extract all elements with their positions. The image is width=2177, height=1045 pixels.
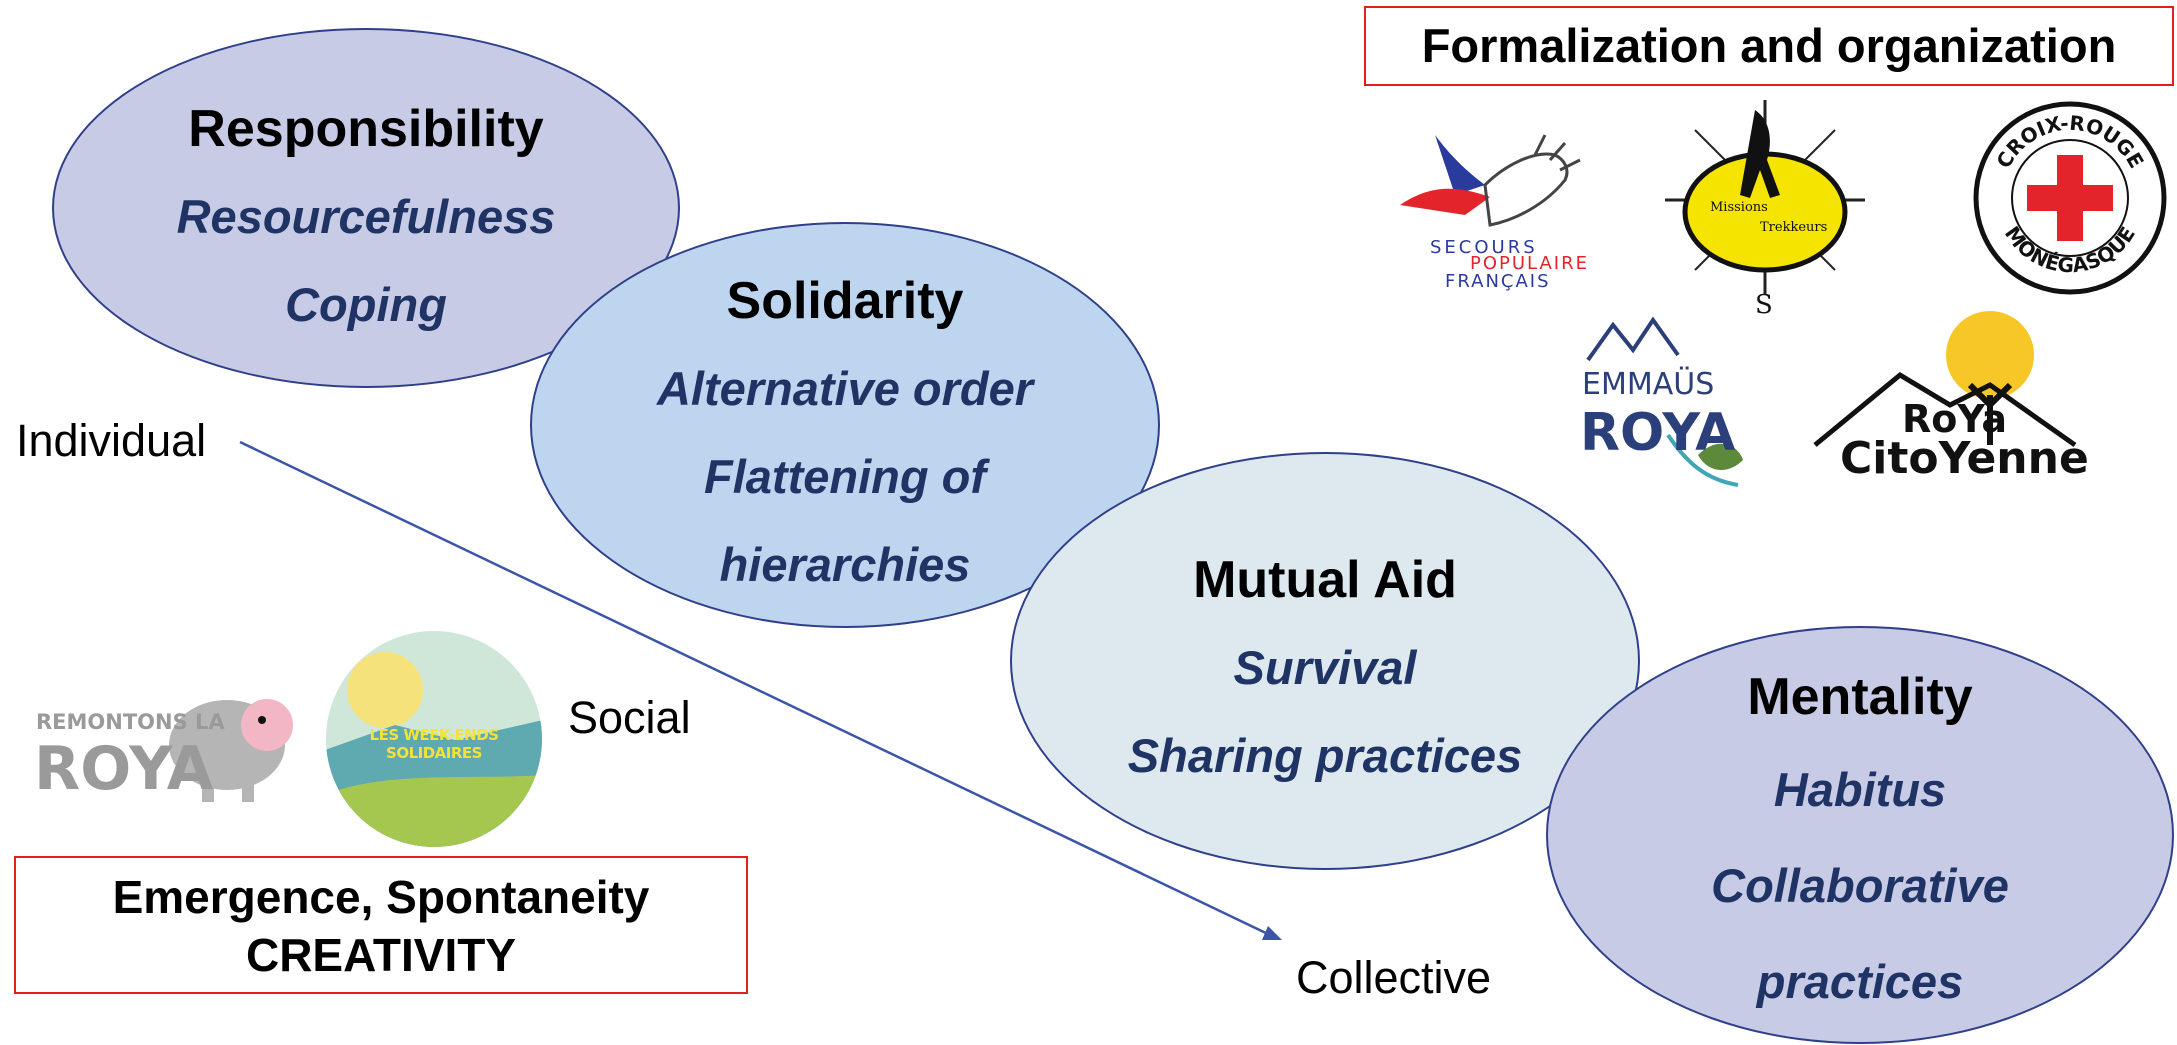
secours-populaire-logo: SECOURS POPULAIRE FRANÇAIS <box>1395 125 1605 300</box>
mentality-title: Mentality <box>1747 668 1973 726</box>
responsibility-title: Responsibility <box>188 100 544 158</box>
formalization-label: Formalization and organization <box>1421 19 2117 72</box>
responsibility-line: Coping <box>285 278 447 331</box>
francais-line: FRANÇAIS <box>1445 271 1551 292</box>
missions-line: Missions <box>1710 200 1768 215</box>
social-label: Social <box>568 692 691 743</box>
responsibility-text: Responsibility Resourcefulness Coping <box>62 85 670 349</box>
mentality-line: Collaborative <box>1711 859 2009 912</box>
mutual-aid-text: Mutual Aid Survival Sharing practices <box>1020 536 1630 800</box>
mentality-line: practices <box>1756 955 1964 1008</box>
emmaus-line: EMMAÜS <box>1582 367 1715 402</box>
roya-big-line: ROYA <box>34 734 214 804</box>
emergence-box: Emergence, Spontaneity CREATIVITY <box>14 856 748 994</box>
collective-label: Collective <box>1296 952 1492 1003</box>
emmaus-roya-logo: EMMAÜS ROYA <box>1578 315 1758 495</box>
mentality-ellipse <box>1546 626 2174 1044</box>
roya-line: ROYA <box>1580 403 1736 463</box>
week-ends-solidaires-logo: LES WEEK-ENDS SOLIDAIRES <box>325 630 543 848</box>
mutual-aid-title: Mutual Aid <box>1193 551 1457 609</box>
south-letter: S <box>1755 290 1773 320</box>
compass-hiker-icon <box>1665 100 1865 295</box>
solidarity-line: hierarchies <box>719 538 971 591</box>
mutual-aid-line: Sharing practices <box>1127 729 1523 782</box>
dove-hand-icon <box>1400 134 1581 227</box>
citoyenne-word: CitoYenne <box>1840 433 2089 484</box>
roya-word: RoYa <box>1902 397 2008 441</box>
solidarity-text: Solidarity Alternative order Flattening … <box>540 257 1150 609</box>
solidarity-line: Flattening of <box>704 450 986 503</box>
croix-rouge-logo: CROIX-ROUGE MONÉGASQUE <box>1972 100 2168 296</box>
mutual-aid-line: Survival <box>1233 641 1417 694</box>
solidarity-line: Alternative order <box>656 362 1034 415</box>
remontons-la-roya-logo: REMONTONS LA ROYA <box>32 670 294 810</box>
trekkeurs-line: Trekkeurs <box>1760 220 1828 235</box>
pig-icon <box>169 699 293 802</box>
responsibility-line: Resourcefulness <box>176 190 556 243</box>
individual-label: Individual <box>16 415 207 466</box>
populaire-line: POPULAIRE <box>1470 253 1589 274</box>
week-ends-banner: LES WEEK-ENDS SOLIDAIRES <box>369 726 499 762</box>
secours-line: SECOURS <box>1430 237 1538 258</box>
emergence-label: Emergence, Spontaneity <box>112 871 650 923</box>
mentality-text: Mentality Habitus Collaborative practice… <box>1556 652 2164 1030</box>
mountain-leaf-icon <box>1586 316 1743 487</box>
mutual-aid-ellipse <box>1010 452 1640 870</box>
sun-tree-icon <box>1813 311 2077 448</box>
mentality-line: Habitus <box>1773 763 1947 816</box>
solidarity-title: Solidarity <box>726 272 964 330</box>
red-cross-icon: CROIX-ROUGE MONÉGASQUE <box>1973 101 2167 295</box>
creativity-label: CREATIVITY <box>245 929 517 981</box>
missions-trekkeurs-logo: Missions Trekkeurs S <box>1655 100 1875 325</box>
roya-citoyenne-logo: RoYa CitoYenne <box>1810 305 2089 485</box>
remontons-line: REMONTONS LA <box>36 710 225 734</box>
landscape-circle-icon <box>326 631 542 847</box>
formalization-box: Formalization and organization <box>1364 6 2174 86</box>
